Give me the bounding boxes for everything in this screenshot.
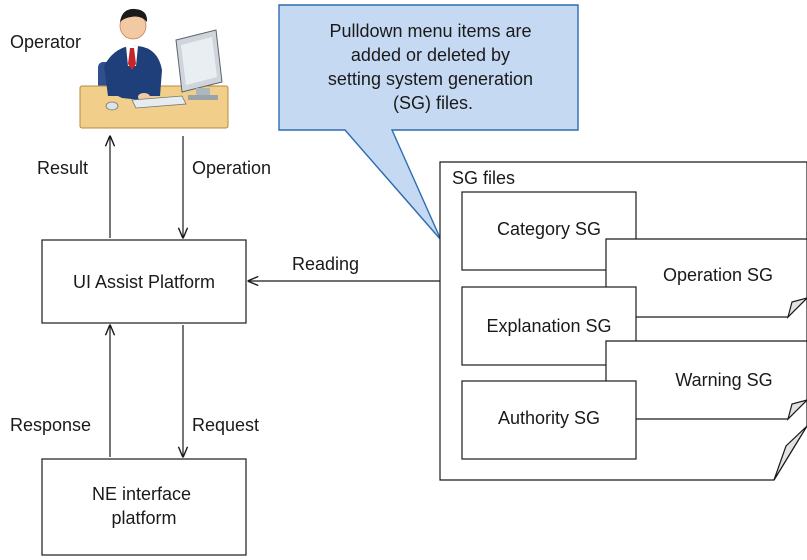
sg-file-label: Authority SG <box>498 408 600 428</box>
callout-line: added or deleted by <box>351 45 510 65</box>
sg-file-warning: Warning SG <box>605 340 807 422</box>
ui-assist-platform-label: UI Assist Platform <box>73 272 215 292</box>
sg-file-operation: Operation SG <box>605 238 807 320</box>
sg-file-label: Category SG <box>497 219 601 239</box>
ne-interface-platform-box <box>41 458 247 556</box>
sg-files-title: SG files <box>452 168 515 188</box>
callout-line: Pulldown menu items are <box>329 21 531 41</box>
response-label: Response <box>10 415 91 435</box>
sg-file-authority: Authority SG <box>461 380 637 460</box>
callout-text: Pulldown menu items are added or deleted… <box>328 21 538 113</box>
sg-file-label: Explanation SG <box>486 316 611 336</box>
ui-assist-platform-box <box>41 239 247 324</box>
operator-illustration <box>79 8 229 129</box>
request-label: Request <box>192 415 259 435</box>
sg-file-label: Warning SG <box>675 370 772 390</box>
operation-label: Operation <box>192 158 271 178</box>
callout-line: (SG) files. <box>393 93 473 113</box>
ne-interface-platform-label: NE interface platform <box>92 484 196 528</box>
callout-line: setting system generation <box>328 69 533 89</box>
operator-label: Operator <box>10 32 81 52</box>
result-label: Result <box>37 158 88 178</box>
callout-bubble <box>278 4 579 241</box>
sg-file-label: Operation SG <box>663 265 773 285</box>
reading-label: Reading <box>292 254 359 274</box>
